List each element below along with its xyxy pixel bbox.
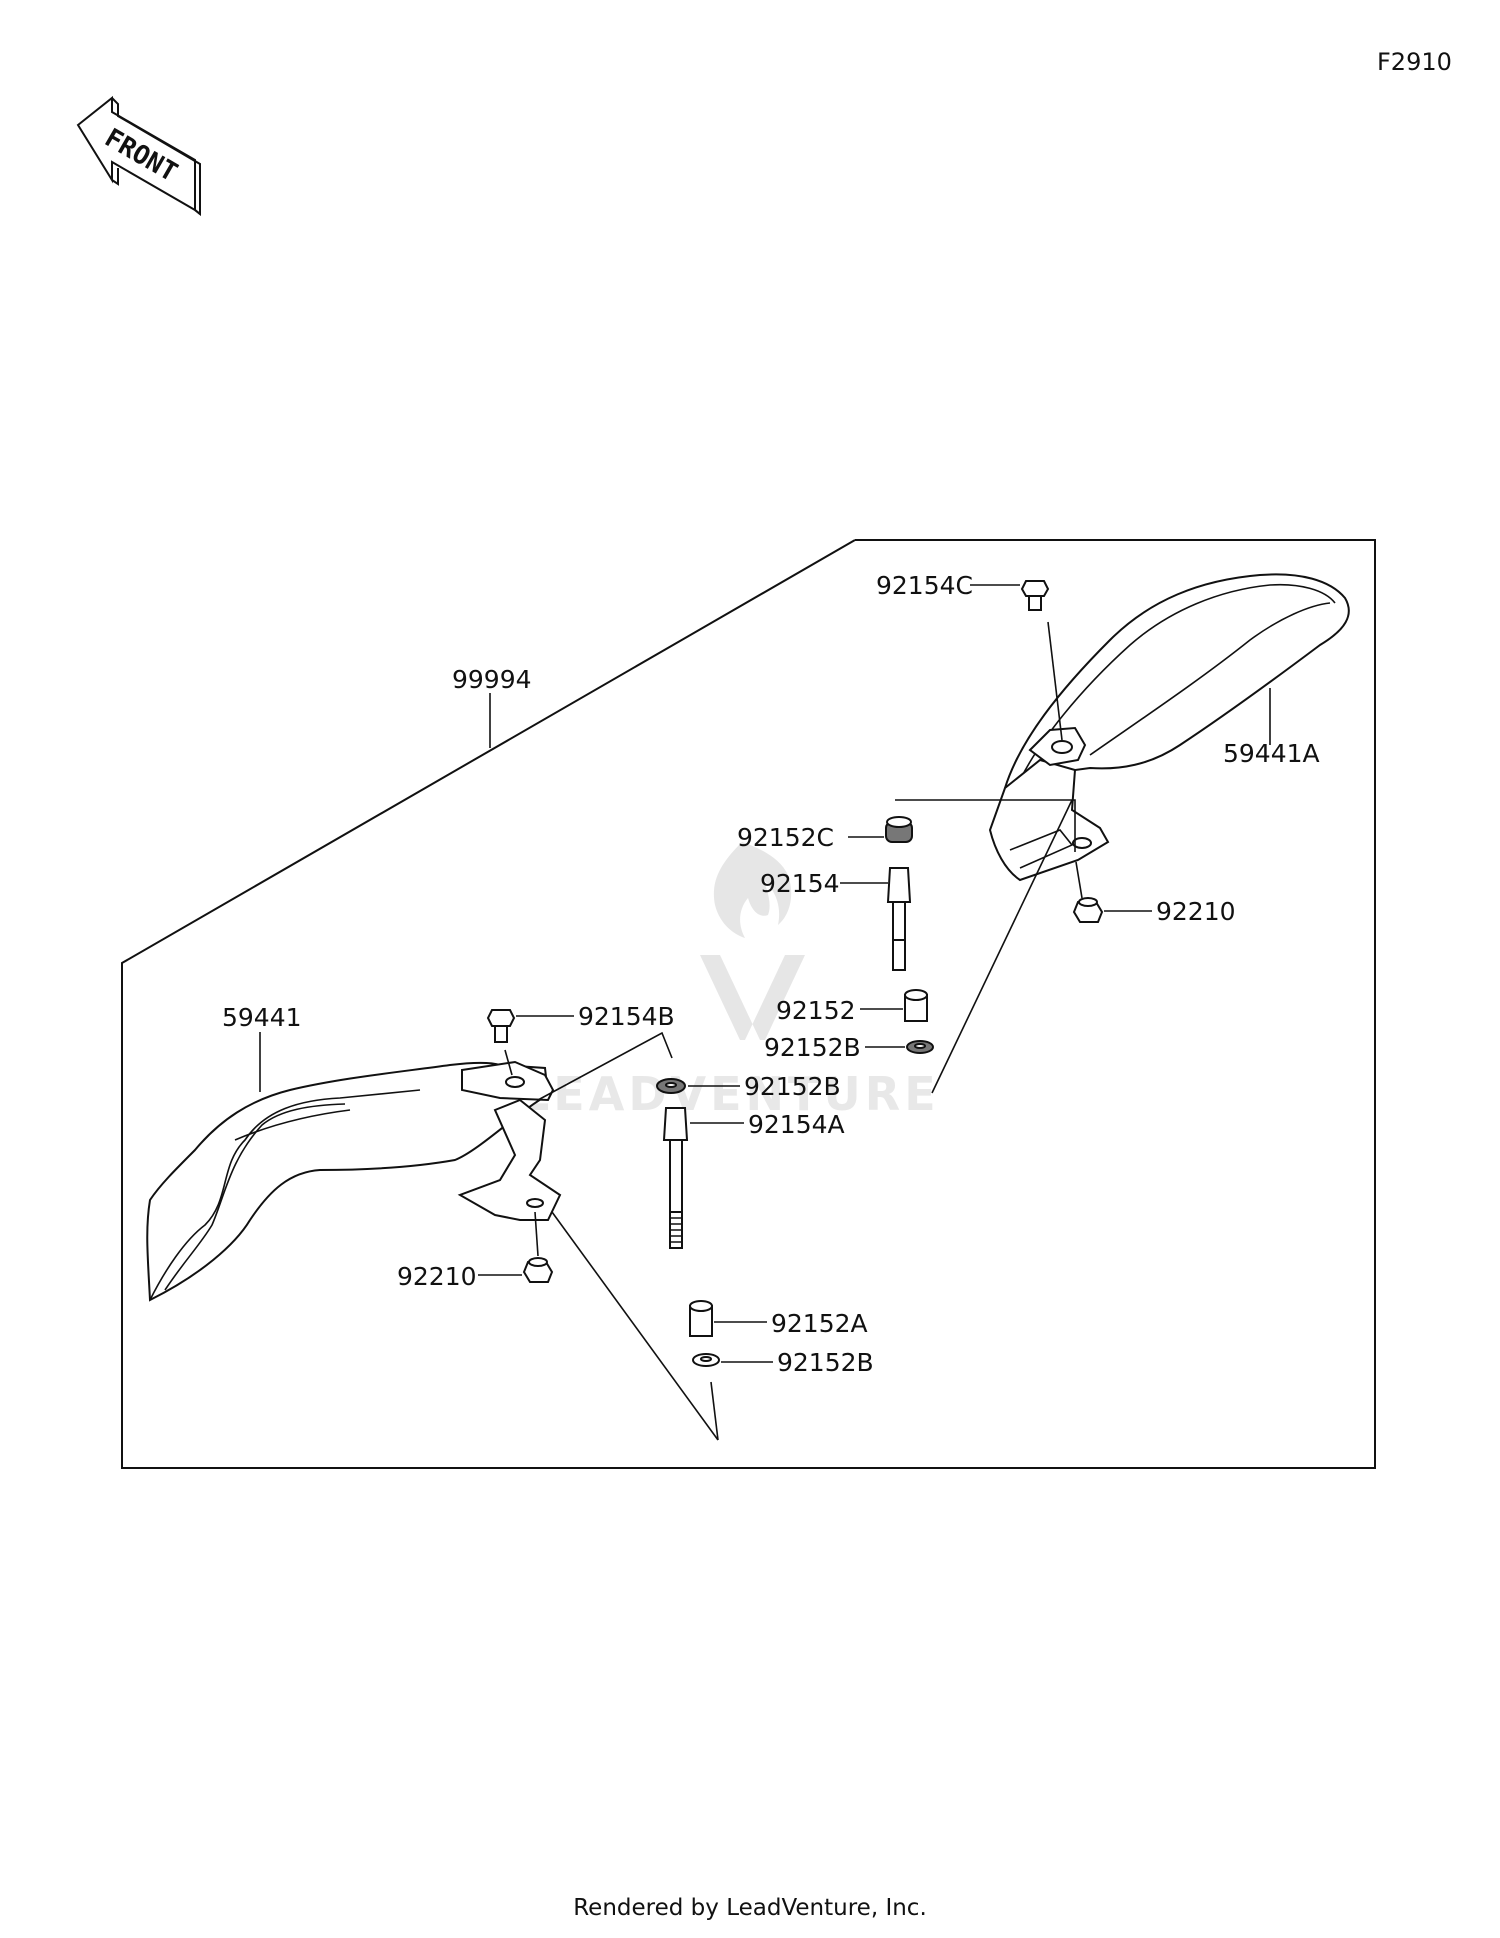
label-59441: 59441 <box>222 1003 302 1032</box>
washer-92152B-left <box>692 1353 720 1367</box>
bolt-92154B <box>486 1009 516 1043</box>
label-92152: 92152 <box>776 996 856 1025</box>
washer-92152B-mid <box>656 1078 686 1094</box>
label-99994: 99994 <box>452 665 532 694</box>
collar-92152A <box>689 1300 713 1337</box>
label-92152A: 92152A <box>771 1309 868 1338</box>
bolt-92154A <box>662 1107 689 1249</box>
label-92210-left: 92210 <box>397 1262 477 1291</box>
nut-92210-right <box>1072 897 1104 923</box>
label-92154B: 92154B <box>578 1002 675 1031</box>
diagram-id: F2910 <box>1377 48 1452 76</box>
label-92154A: 92154A <box>748 1110 845 1139</box>
bolt-92154C <box>1020 580 1050 611</box>
collar-92152C <box>885 816 913 843</box>
washer-92152B-right <box>906 1040 934 1054</box>
label-92152B-mid: 92152B <box>744 1072 841 1101</box>
hand-guard-left <box>146 1060 562 1302</box>
label-92152B-left: 92152B <box>777 1348 874 1377</box>
label-92154: 92154 <box>760 869 840 898</box>
label-92152C: 92152C <box>737 823 834 852</box>
watermark-text: LEADVENTURE <box>520 1067 940 1121</box>
label-92154C: 92154C <box>876 571 973 600</box>
front-arrow-icon: FRONT <box>76 95 201 217</box>
label-59441A: 59441A <box>1223 739 1320 768</box>
label-92210-right: 92210 <box>1156 897 1236 926</box>
hand-guard-right <box>988 573 1350 882</box>
bolt-92154 <box>886 867 912 971</box>
kit-outline <box>121 539 1376 1469</box>
collar-92152 <box>904 989 928 1022</box>
nut-92210-left <box>522 1257 554 1283</box>
label-92152B-right: 92152B <box>764 1033 861 1062</box>
watermark: LEADVENTURE <box>520 842 940 1121</box>
footer-credit: Rendered by LeadVenture, Inc. <box>573 1895 927 1921</box>
